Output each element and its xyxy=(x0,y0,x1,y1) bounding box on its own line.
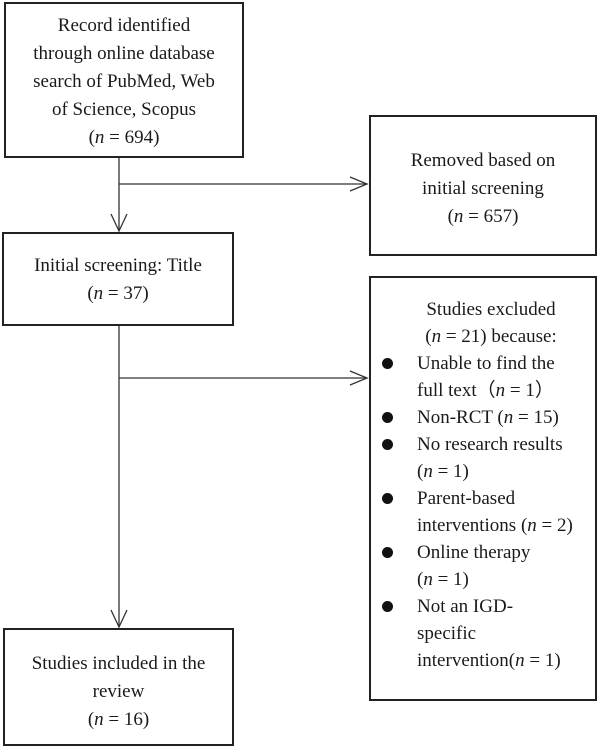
bullet-icon xyxy=(382,601,393,612)
n-symbol: n xyxy=(515,650,525,671)
reason-text-line: full text（n = 1） xyxy=(417,380,554,401)
count-line: (n = 657) xyxy=(447,206,519,227)
box-text-line: Record identified xyxy=(57,15,191,36)
n-symbol: n xyxy=(423,569,433,590)
reason-text-line: Non-RCT (n = 15) xyxy=(417,407,559,428)
bullet-icon xyxy=(382,493,393,504)
reason-close: ) xyxy=(554,650,561,671)
reason-text-line: (n = 1) xyxy=(417,569,469,590)
count-line: (n = 694) xyxy=(88,127,160,148)
list-item: Unable to find the full text（n = 1） xyxy=(371,350,595,404)
box-text-line: review xyxy=(92,681,145,702)
n-symbol: n xyxy=(453,206,464,227)
box-text-line: search of PubMed, Web xyxy=(33,71,215,92)
reason-text-line: No research results xyxy=(417,434,563,455)
removed-box: Removed based on initial screening (n = … xyxy=(369,115,597,256)
reason-close: ) xyxy=(462,461,469,482)
arrowhead-included xyxy=(110,609,128,629)
excluded-title: Studies excluded xyxy=(426,299,556,320)
count-line: (n = 37) xyxy=(87,283,149,304)
n-symbol: n xyxy=(431,326,442,347)
reason-count: 15 xyxy=(533,407,553,428)
reason-text-line: (n = 1) xyxy=(417,461,469,482)
list-item: Not an IGD- specific intervention(n = 1) xyxy=(371,593,595,674)
bullet-icon xyxy=(382,412,393,423)
list-item: No research results (n = 1) xyxy=(371,431,595,485)
box-text-line: through online database xyxy=(33,43,215,64)
reason-text-line: intervention(n = 1) xyxy=(417,650,561,671)
reason-count: 1 xyxy=(453,461,463,482)
count-line: (n = 21) because: xyxy=(425,326,557,347)
arrowhead-excluded xyxy=(349,370,369,386)
reason-text: full text（ xyxy=(417,380,496,401)
reason-text: intervention( xyxy=(417,650,516,671)
reason-text: ( xyxy=(417,461,424,482)
removed-count: 657 xyxy=(483,206,513,227)
excluded-count: 21 xyxy=(461,326,481,347)
reason-count: 1 xyxy=(453,569,463,590)
reason-count: 1 xyxy=(525,380,535,401)
n-symbol: n xyxy=(94,709,104,730)
identified-count: 694 xyxy=(124,127,154,148)
box-text-line: initial screening xyxy=(422,178,544,199)
reason-text-line: Not an IGD- xyxy=(417,596,514,617)
n-symbol: n xyxy=(94,127,105,148)
included-box: Studies included in the review (n = 16) xyxy=(3,628,234,746)
reason-text-line: interventions (n = 2) xyxy=(417,515,573,536)
included-count: 16 xyxy=(123,709,143,730)
n-symbol: n xyxy=(527,515,537,536)
reason-count: 2 xyxy=(557,515,567,536)
n-symbol: n xyxy=(423,461,433,482)
reason-text-line: Online therapy xyxy=(417,542,531,563)
excluded-header: Studies excluded (n = 21) because: xyxy=(387,296,595,350)
reason-close: ) xyxy=(566,515,573,536)
excluded-suffix: because: xyxy=(486,326,557,347)
screening-count: 37 xyxy=(123,283,143,304)
identified-records-box: Record identified through online databas… xyxy=(4,2,244,158)
n-symbol: n xyxy=(495,380,506,401)
bullet-icon xyxy=(382,358,393,369)
n-symbol: n xyxy=(503,407,514,428)
box-text-line: of Science, Scopus xyxy=(51,99,197,120)
box-text-line: Studies included in the xyxy=(31,653,206,674)
box-text-line: Removed based on xyxy=(410,150,556,171)
excluded-box: Studies excluded (n = 21) because: Unabl… xyxy=(369,276,597,701)
bullet-icon xyxy=(382,439,393,450)
box-text-line: Initial screening: Title xyxy=(34,255,202,276)
list-item: Parent-based interventions (n = 2) xyxy=(371,485,595,539)
reason-count: 1 xyxy=(544,650,555,671)
n-symbol: n xyxy=(93,283,104,304)
reason-text: ( xyxy=(417,569,424,590)
reason-text: interventions ( xyxy=(417,515,528,536)
reason-close: ） xyxy=(534,380,554,401)
exclusion-reasons-list: Unable to find the full text（n = 1） Non-… xyxy=(371,350,595,674)
list-item: Online therapy (n = 1) xyxy=(371,539,595,593)
reason-close: ) xyxy=(552,407,559,428)
arrowhead-removed xyxy=(349,176,369,192)
list-item: Non-RCT (n = 15) xyxy=(371,404,595,431)
bullet-icon xyxy=(382,547,393,558)
reason-text-line: Parent-based xyxy=(417,488,516,509)
reason-text-line: specific xyxy=(417,623,477,644)
reason-text: Non-RCT ( xyxy=(417,407,504,428)
initial-screening-box: Initial screening: Title (n = 37) xyxy=(2,232,234,326)
count-line: (n = 16) xyxy=(87,709,150,730)
arrowhead-screening xyxy=(110,213,128,233)
reason-close: ) xyxy=(462,569,469,590)
reason-text-line: Unable to find the xyxy=(417,353,555,374)
